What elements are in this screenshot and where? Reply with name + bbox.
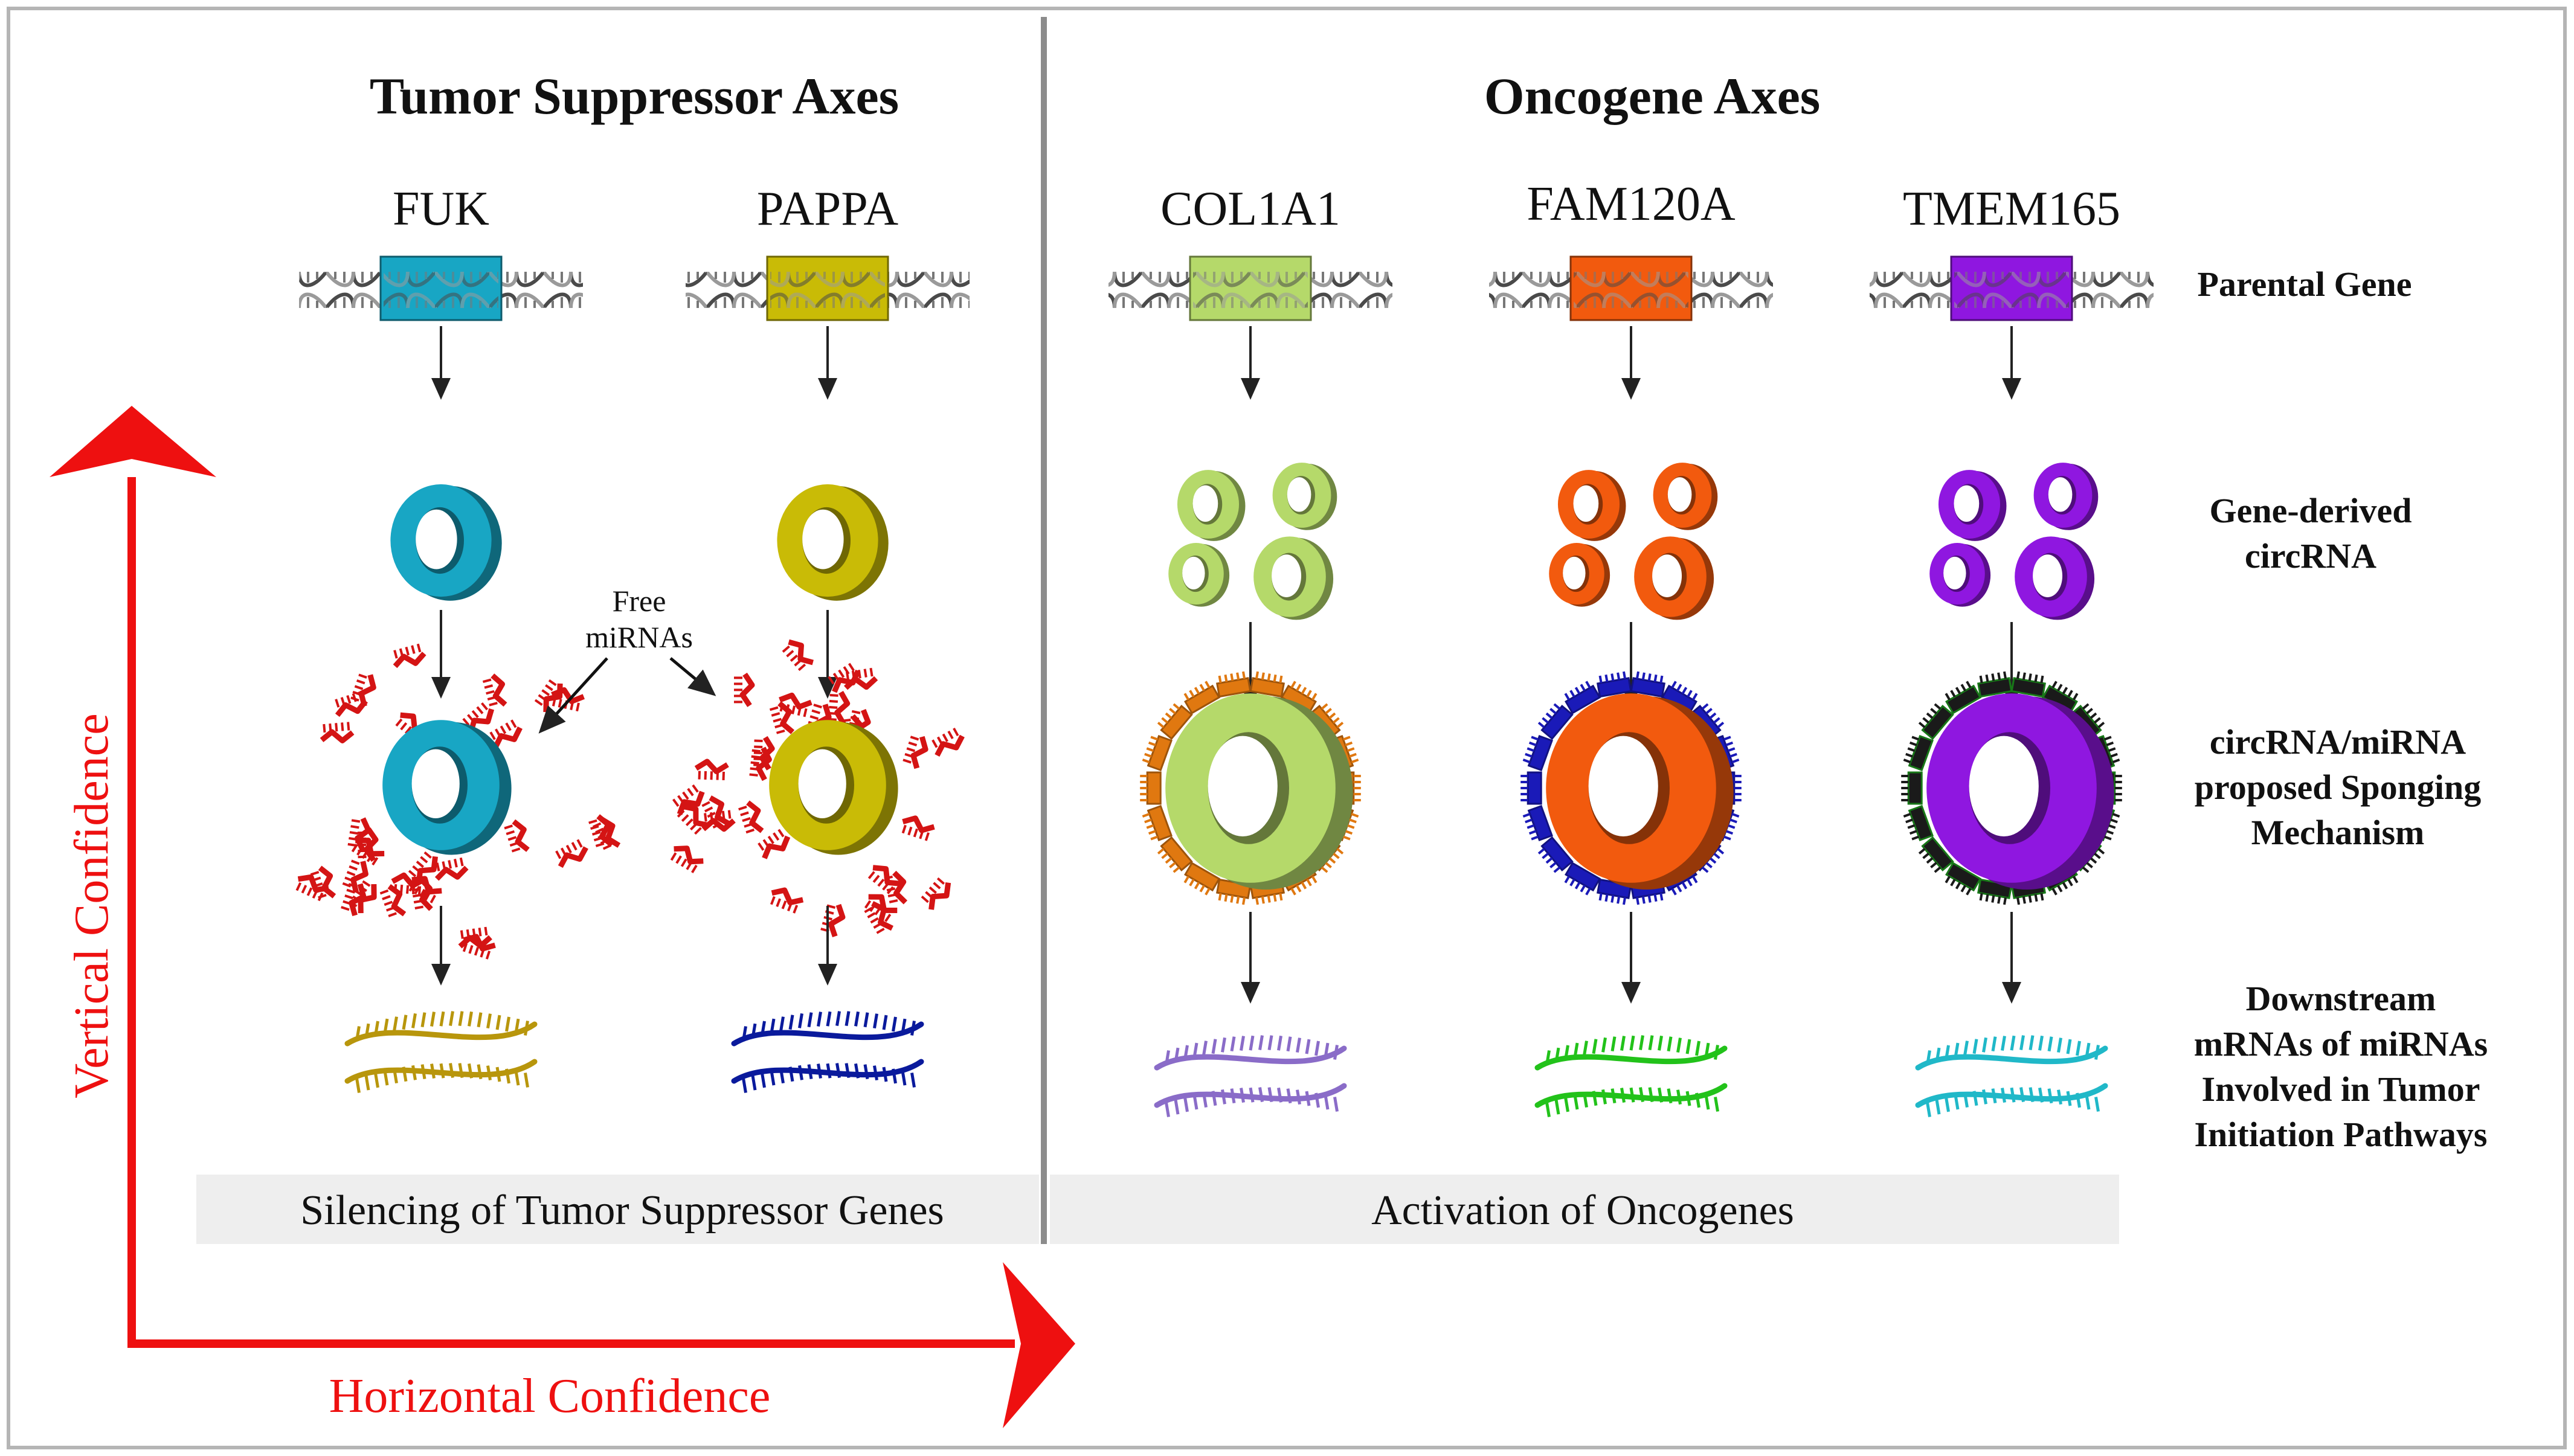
row-label-sponging-3: Mechanism <box>2251 813 2425 852</box>
row-label-sponging-1: circRNA/miRNA <box>2210 722 2466 762</box>
horizontal-axis-label: Horizontal Confidence <box>329 1370 771 1423</box>
row-label-mrnas-4: Initiation Pathways <box>2194 1115 2487 1154</box>
right-outcome-bar <box>1050 1175 2119 1244</box>
downstream-mrna <box>731 1011 924 1093</box>
right-panel-title: Oncogene Axes <box>1484 67 1821 125</box>
free-mirnas-label-line1: Free <box>613 584 666 618</box>
parental-gene-dna <box>1108 255 1392 321</box>
free-mirnas-pointer-right <box>669 657 716 696</box>
gene-name-pappa: PAPPA <box>757 182 899 236</box>
confidence-axes: Vertical Confidence Horizontal Confidenc… <box>50 406 1075 1428</box>
row-label-mrnas-3: Involved in Tumor <box>2202 1070 2480 1109</box>
left-outcome-bar <box>196 1175 1039 1244</box>
gene-column-pappa: PAPPA <box>670 182 970 1093</box>
downstream-mrna <box>1534 1035 1728 1117</box>
row-labels: Parental Gene Gene-derived circRNA circR… <box>2194 265 2488 1154</box>
parental-gene-dna <box>686 255 970 321</box>
outer-frame <box>7 7 2567 1449</box>
downstream-mrna <box>344 1011 538 1093</box>
gene-column-fam120a: FAM120A <box>1489 178 1773 1117</box>
row-label-mrnas-1: Downstream <box>2246 979 2436 1018</box>
circrna-ring <box>390 484 502 601</box>
vertical-axis-label: Vertical Confidence <box>65 713 118 1098</box>
parental-gene-dna <box>299 255 583 321</box>
parental-gene-dna <box>1489 255 1773 321</box>
free-mirna-cluster <box>670 639 965 938</box>
row-label-sponging-2: proposed Sponging <box>2195 768 2481 807</box>
parental-gene-dna <box>1870 255 2154 321</box>
circrna-cluster <box>1929 463 2099 620</box>
circrna-cluster <box>1168 463 1337 620</box>
downstream-mrna <box>1154 1035 1347 1117</box>
gene-columns: FUK PAPPA COL1A1 FAM120A TMEM165 <box>295 178 2154 1117</box>
vertical-axis-arrowhead <box>50 406 216 477</box>
free-mirna-cluster <box>295 643 621 960</box>
right-outcome-label: Activation of Oncogenes <box>1371 1187 1794 1234</box>
gene-column-fuk: FUK <box>295 182 621 1093</box>
row-label-circrna-1: Gene-derived <box>2209 491 2412 530</box>
free-mirnas-label-line2: miRNAs <box>585 620 693 654</box>
gene-name-tmem165: TMEM165 <box>1903 182 2120 236</box>
sponging-complex <box>1901 671 2122 905</box>
row-label-parental-gene: Parental Gene <box>2198 265 2412 304</box>
circrna-ring <box>777 484 889 601</box>
left-outcome-label: Silencing of Tumor Suppressor Genes <box>300 1187 944 1234</box>
gene-name-col1a1: COL1A1 <box>1160 182 1340 236</box>
left-panel-title: Tumor Suppressor Axes <box>370 67 899 125</box>
gene-name-fuk: FUK <box>393 182 489 236</box>
row-label-mrnas-2: mRNAs of miRNAs <box>2194 1024 2488 1063</box>
horizontal-axis-arrowhead <box>1003 1262 1075 1428</box>
row-label-circrna-2: circRNA <box>2245 536 2376 576</box>
circrna-cluster <box>1549 463 1718 620</box>
downstream-mrna <box>1915 1035 2108 1117</box>
sponging-complex <box>1520 671 1742 905</box>
gene-name-fam120a: FAM120A <box>1527 178 1735 231</box>
gene-column-tmem165: TMEM165 <box>1870 182 2154 1117</box>
free-mirnas-annotation: Free miRNAs <box>538 584 716 734</box>
sponging-circrna-ring <box>769 720 898 855</box>
free-mirnas-pointer-left <box>538 657 608 734</box>
sponging-complex <box>1140 671 1361 905</box>
sponging-circrna-ring <box>382 720 512 855</box>
gene-column-col1a1: COL1A1 <box>1108 182 1392 1117</box>
